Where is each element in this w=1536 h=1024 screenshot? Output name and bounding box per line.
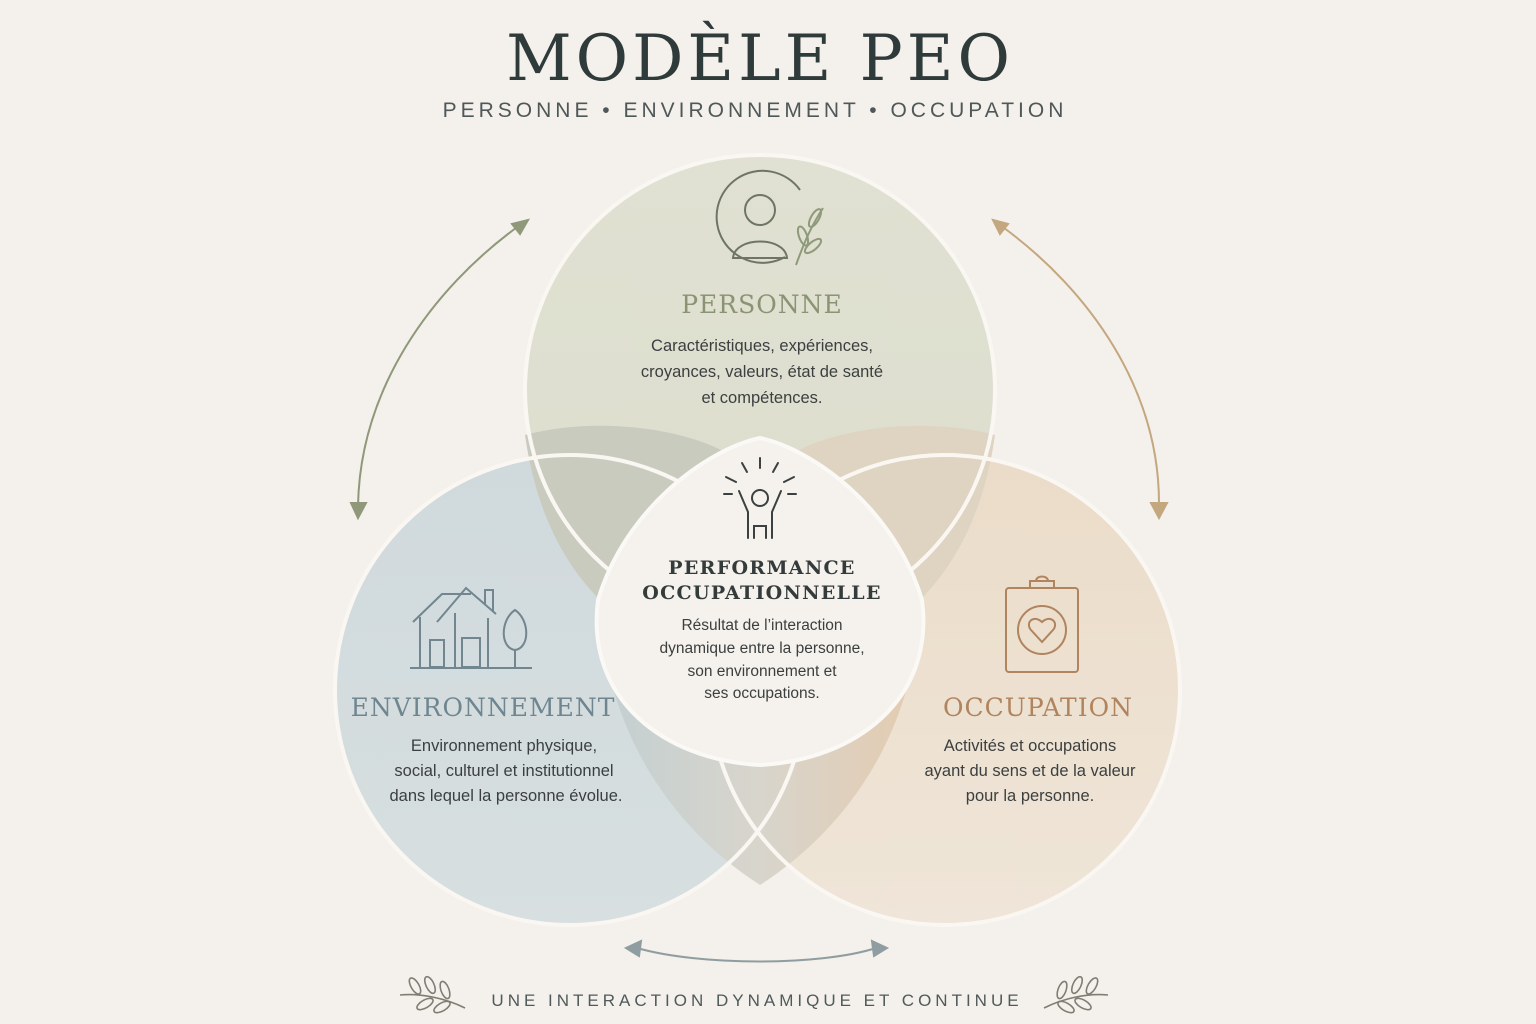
right-laurel-icon [1043,975,1109,1014]
personne-line-3: et compétences. [701,389,822,407]
occupation-line-3: pour la personne. [966,787,1094,805]
clipboard-heart-icon [1005,575,1079,673]
personne-environnement-overlap [525,425,730,600]
center-line-2: dynamique entre la personne, [659,640,864,657]
page-subtitle: PERSONNE • ENVIRONNEMENT • OCCUPATION [443,99,1068,122]
personne-line-1: Caractéristiques, expériences, [651,337,873,355]
personne-line-2: croyances, valeurs, état de santé [641,363,883,381]
occupation-heading: OCCUPATION [943,693,1133,722]
center-performance-region [594,435,926,768]
left-laurel-icon [399,975,466,1014]
house-icon [410,586,532,669]
center-line-4: ses occupations. [704,685,819,702]
person-icon [715,169,824,266]
environnement-line-1: Environnement physique, [411,737,597,755]
personne-heading: PERSONNE [681,290,843,319]
center-heading-line-2: OCCUPATIONNELLE [642,582,881,604]
environnement-line-3: dans lequel la personne évolue. [389,787,622,805]
left-bidirectional-arrow [349,218,531,521]
personne-occupation-overlap [790,425,995,600]
center-line-3: son environnement et [687,663,837,680]
right-bidirectional-arrow [991,218,1169,521]
bottom-bidirectional-arrow [623,939,890,963]
occupation-line-1: Activités et occupations [944,737,1116,755]
center-line-1: Résultat de l’interaction [681,617,842,634]
celebrating-person-icon [723,457,797,539]
environnement-heading: ENVIRONNEMENT [351,693,616,722]
page-title: MODÈLE PEO [506,21,1014,96]
center-heading-line-1: PERFORMANCE [668,557,855,579]
footer-text: UNE INTERACTION DYNAMIQUE ET CONTINUE [491,991,1022,1010]
environnement-line-2: social, culturel et institutionnel [394,762,613,780]
occupation-line-2: ayant du sens et de la valeur [925,762,1136,780]
